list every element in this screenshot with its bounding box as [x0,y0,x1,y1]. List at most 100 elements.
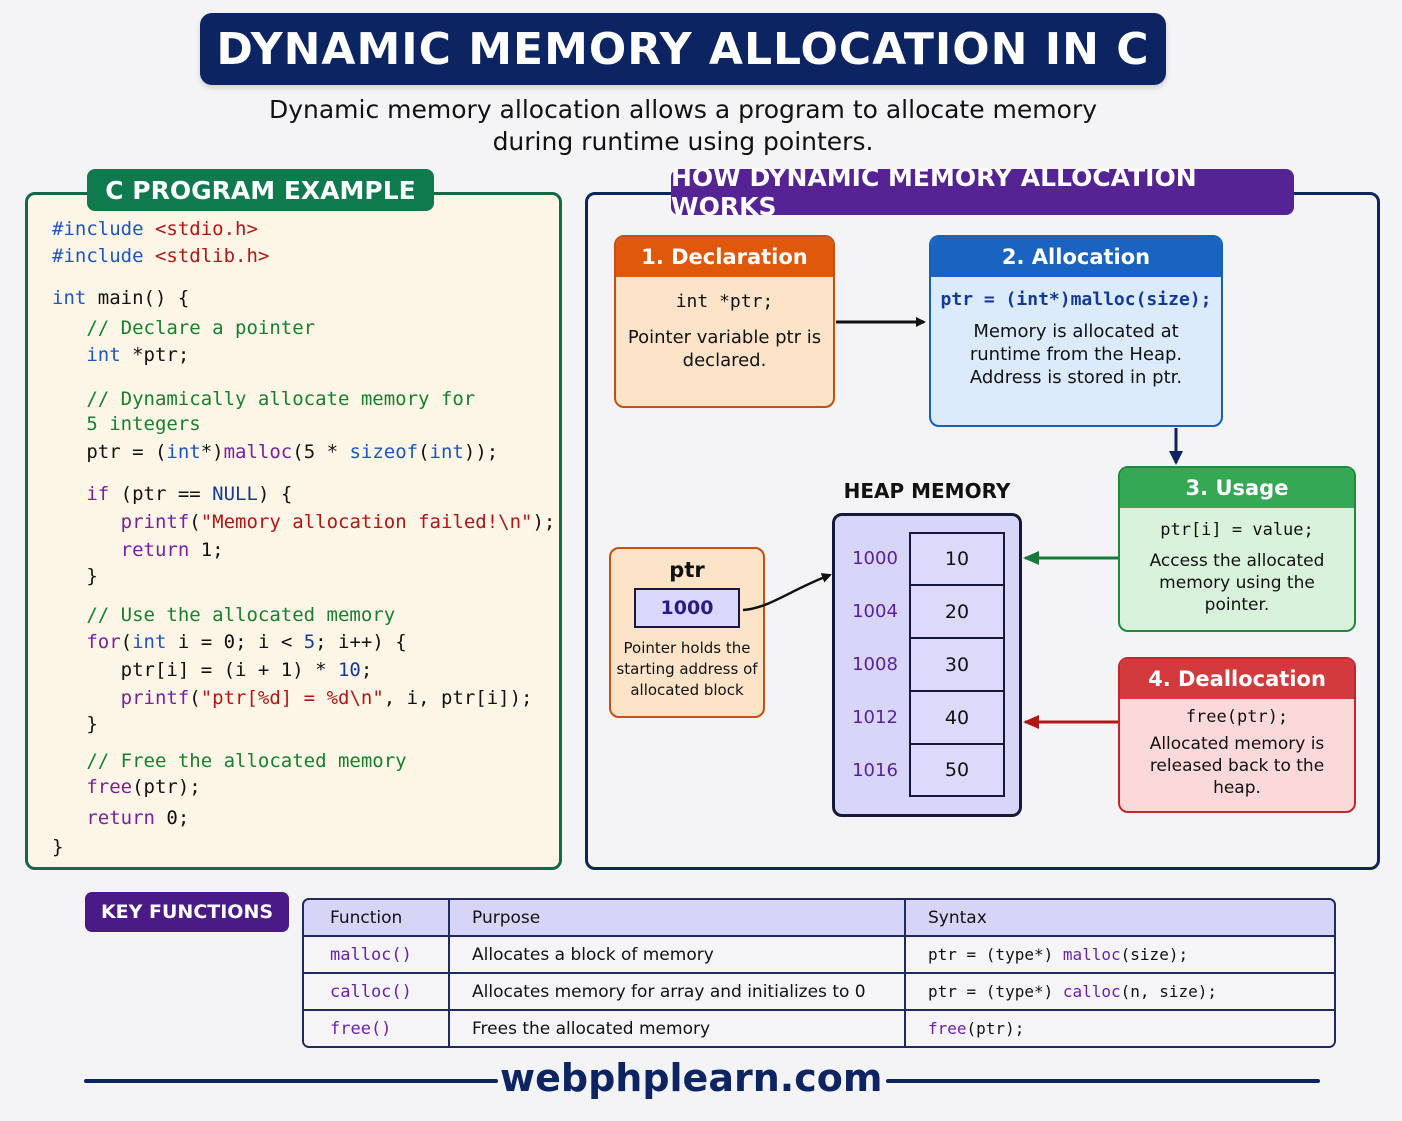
key-functions-table: Function Purpose Syntax malloc() Allocat… [302,898,1336,1048]
code-token: ptr[i] = (i + 1) * [52,659,338,681]
heap-address: 1016 [852,760,898,781]
code-token: ptr = ( [52,441,167,463]
code-token: ( [418,441,430,463]
key-functions-title: KEY FUNCTIONS [85,892,289,932]
code-token: free [86,776,133,798]
heap-cell: 30 [909,638,1005,691]
code-token: , i, ptr[i]); [383,687,533,709]
code-token: ; i++) { [315,631,407,653]
step-title: 1. Declaration [616,237,833,277]
code-token: // Use the allocated memory [52,604,396,626]
code-line: return 1; [52,539,224,561]
code-line: 5 integers [52,413,201,435]
code-token: NULL [212,483,258,505]
code-token: if [86,483,110,505]
table-row: free() Frees the allocated memory free(p… [304,1010,1334,1046]
function-purpose: Allocates memory for array and initializ… [449,973,906,1011]
code-token: } [52,565,98,587]
step-code: free(ptr); [1185,707,1289,727]
code-token: ( [189,687,201,709]
code-line: return 0; [52,807,189,829]
code-line: #include <stdio.h> [52,218,258,240]
code-line: int main() { [52,287,189,309]
code-token: return [86,807,155,829]
code-token: int [429,441,464,463]
code-token: )); [463,441,499,463]
code-token: 1; [189,539,224,561]
code-token: main() { [86,287,190,309]
heap-cell: 10 [909,532,1005,585]
footer-divider-right [886,1079,1320,1083]
code-token: } [52,836,64,858]
code-line: } [52,836,63,858]
code-token: // Free the allocated memory [52,750,407,772]
code-token: (ptr == [109,483,213,505]
step-code: int *ptr; [675,291,774,312]
code-line: } [52,713,97,735]
code-token: <stdlib.h> [154,245,270,267]
code-token: 5 integers [52,413,201,435]
code-token: ; [360,659,373,681]
syntax-prefix: ptr = (type*) [928,945,1063,964]
code-token: ( [120,631,133,653]
code-line: #include <stdlib.h> [52,245,269,267]
subtitle: Dynamic memory allocation allows a progr… [200,94,1166,158]
step-code: ptr = (int*)malloc(size); [940,289,1212,310]
code-line: ptr[i] = (i + 1) * 10; [52,659,373,681]
syntax-suffix: (n, size); [1120,982,1217,1001]
code-token: #include [52,218,155,240]
step-code: ptr[i] = value; [1160,520,1314,540]
syntax-function: free [928,1019,967,1038]
code-line: printf("Memory allocation failed!\n"); [52,511,556,533]
footer-divider-left [84,1079,498,1083]
code-token: sizeof [349,441,419,463]
code-token: #include [52,245,155,267]
step-description: Memory is allocated at runtime from the … [969,321,1183,388]
code-line: printf("ptr[%d] = %d\n", i, ptr[i]); [52,687,533,709]
function-name: malloc() [304,936,450,974]
code-token: int [166,441,201,463]
code-token: (ptr); [132,776,201,798]
code-token: int [52,287,87,309]
code-token: *ptr; [120,344,190,366]
heap-address: 1000 [852,548,898,569]
heap-address: 1012 [852,707,898,728]
code-line: // Use the allocated memory [52,604,395,626]
function-syntax: ptr = (type*) malloc(size); [905,936,1334,974]
code-token: // Declare a pointer [52,317,316,339]
heap-title: HEAP MEMORY [843,479,1011,503]
code-token: printf [120,687,190,709]
arrow-pointer-to-heap [742,573,832,612]
pointer-description: Pointer holds the starting address of al… [616,639,758,699]
function-name: free() [304,1010,450,1046]
code-token: *) [200,441,224,463]
heap-cell: 40 [909,691,1005,744]
function-name: calloc() [304,973,450,1011]
code-token: int [86,344,121,366]
syntax-prefix: ptr = (type*) [928,982,1063,1001]
step-title: 3. Usage [1120,468,1354,508]
code-line: for(int i = 0; i < 5; i++) { [52,631,407,653]
step-description: Access the allocated memory using the po… [1149,551,1325,615]
code-token: 5 [303,631,316,653]
step-description: Allocated memory is released back to the… [1149,734,1325,798]
code-token: int [132,631,167,653]
step-deallocation: 4. Deallocation free(ptr); Allocated mem… [1118,657,1356,813]
code-token: 10 [337,659,361,681]
step-usage: 3. Usage ptr[i] = value; Access the allo… [1118,466,1356,632]
code-line: // Dynamically allocate memory for [52,388,475,410]
step-declaration: 1. Declaration int *ptr; Pointer variabl… [614,235,835,408]
header-function: Function [304,900,450,937]
pointer-box: ptr 1000 Pointer holds the starting addr… [609,547,765,718]
footer-site: webphplearn.com [500,1056,883,1100]
code-token: "Memory allocation failed!\n" [200,511,533,533]
heap-cells: 10 20 30 40 50 [909,532,1005,797]
syntax-suffix: (size); [1120,945,1189,964]
code-panel-title: C PROGRAM EXAMPLE [87,169,434,211]
code-token: ); [532,511,556,533]
pointer-value: 1000 [634,588,740,628]
code-token: malloc [223,441,293,463]
function-syntax: free(ptr); [905,1010,1334,1046]
heap-cell: 50 [909,744,1005,797]
